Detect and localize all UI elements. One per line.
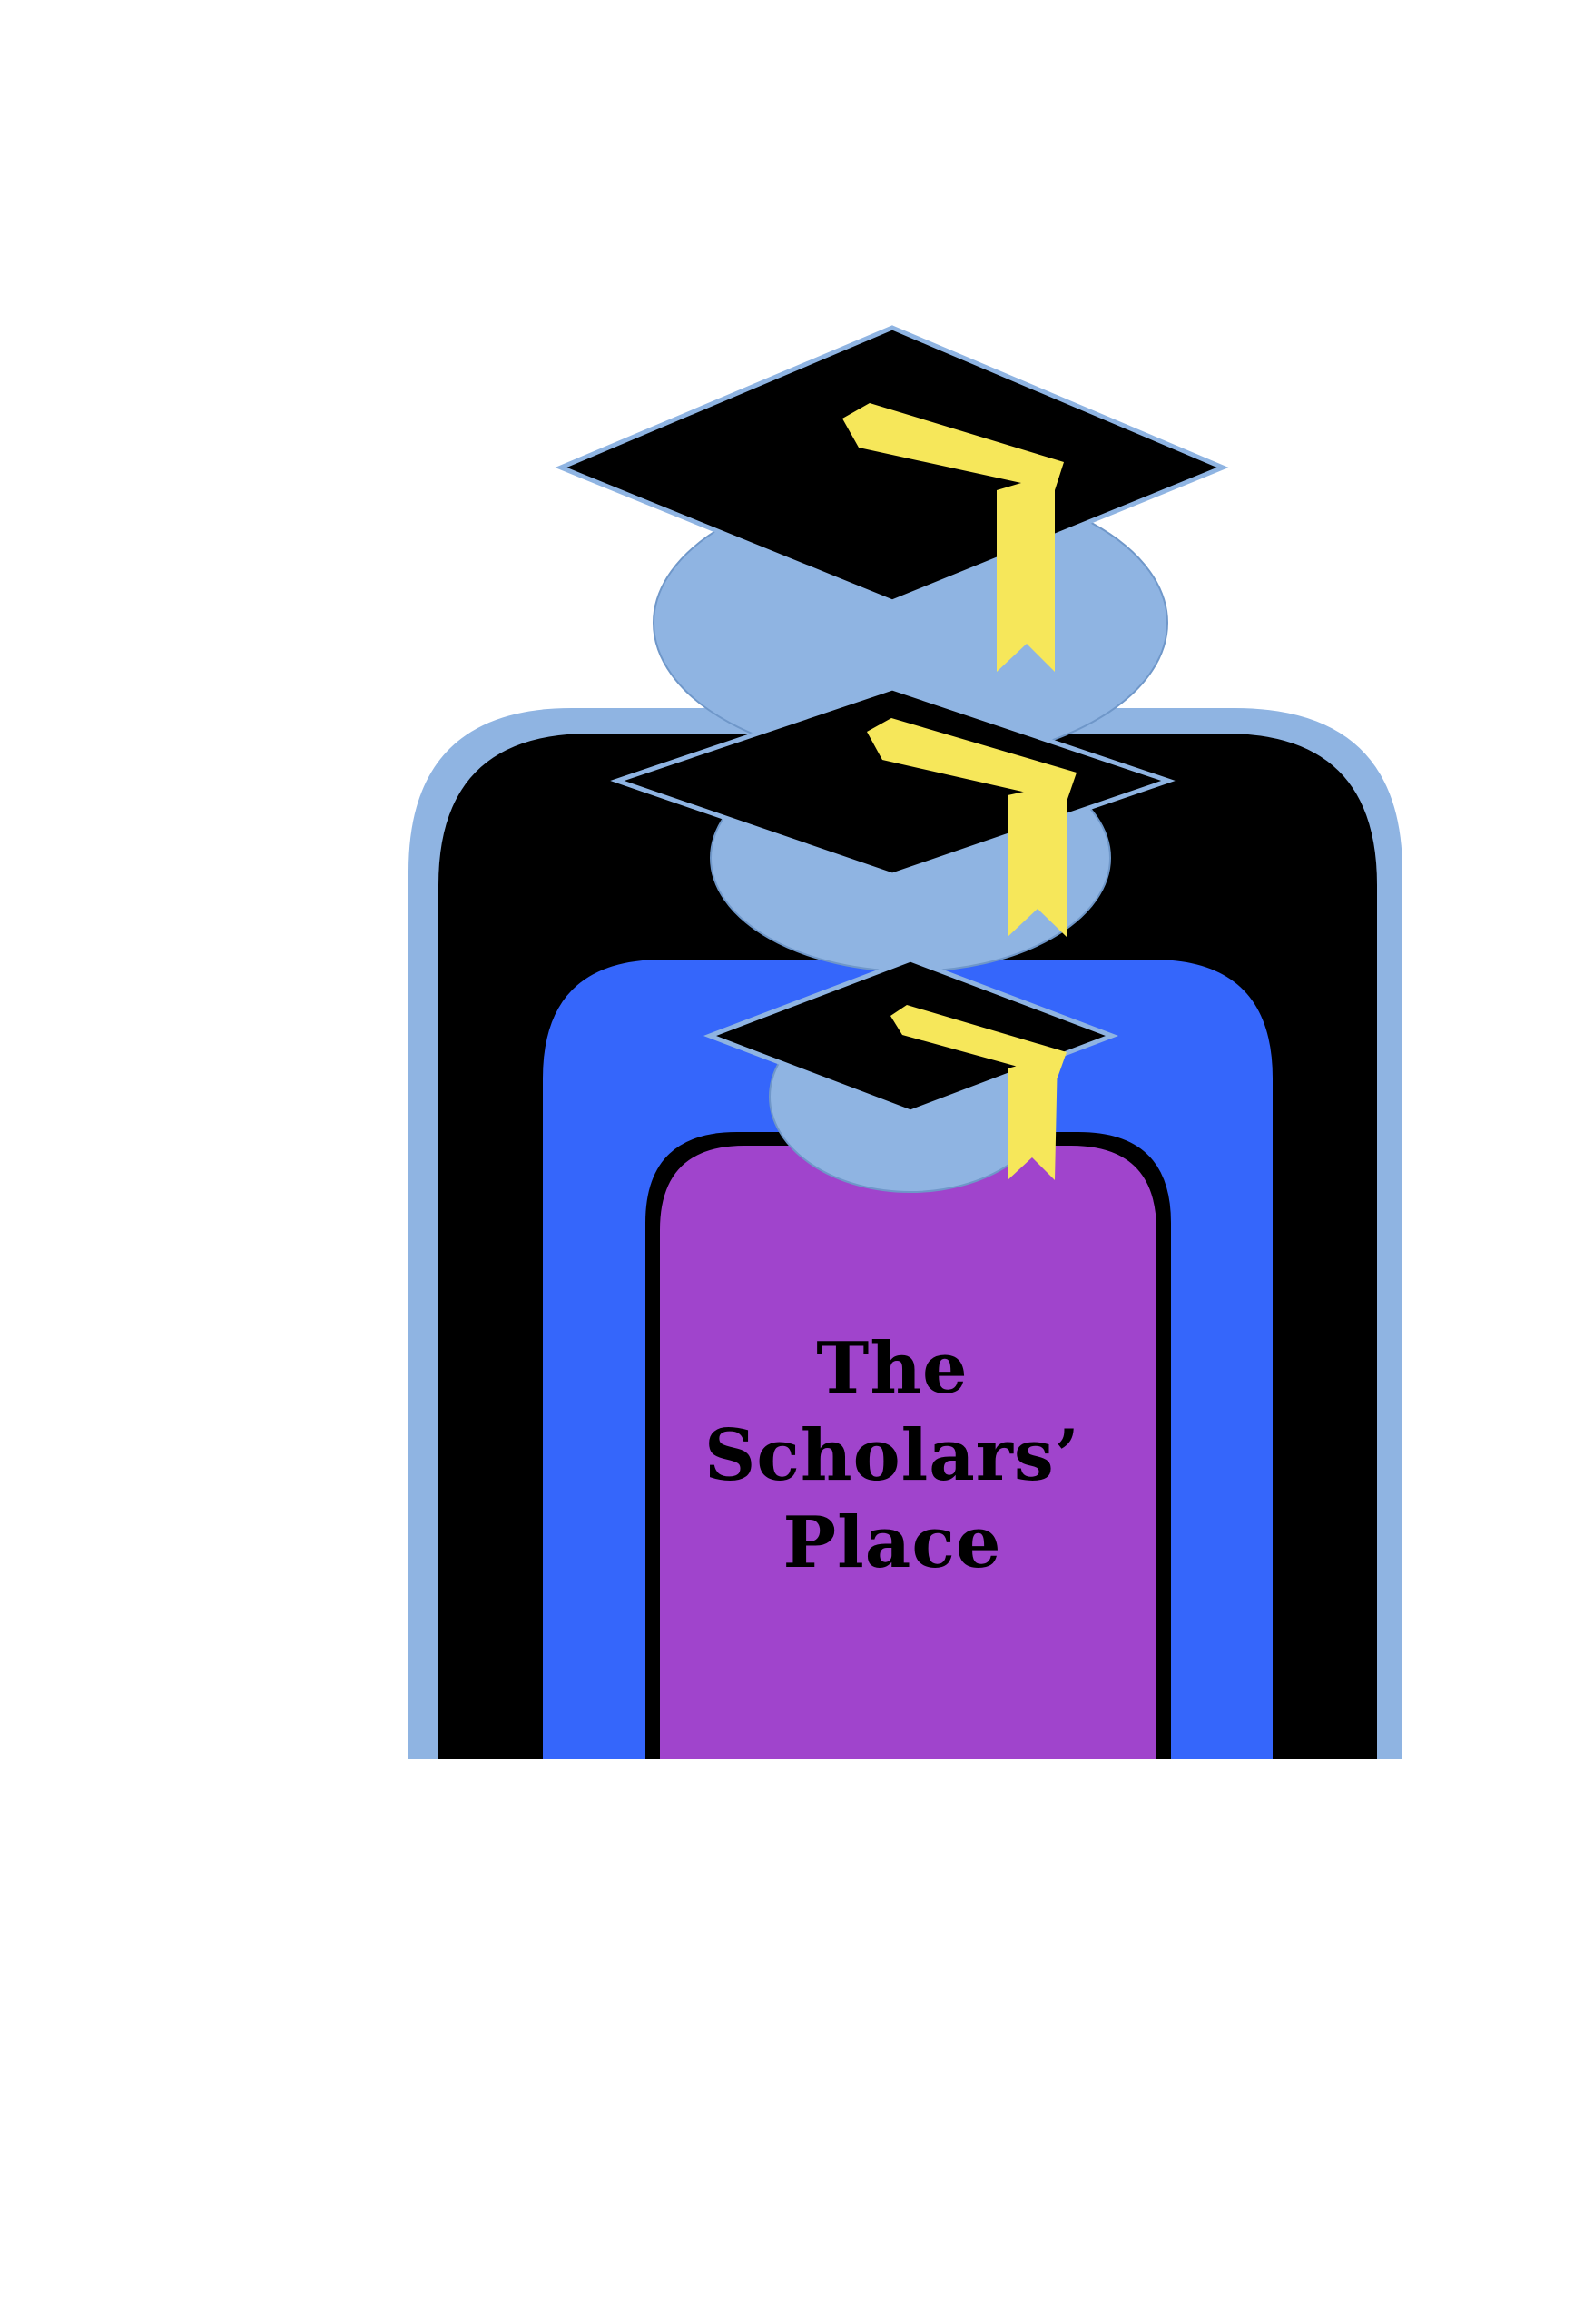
logo-title-line-2: Scholars’	[704, 1414, 1080, 1497]
logo-title-line-1: The	[816, 1327, 969, 1410]
logo-title-line-3: Place	[782, 1502, 1002, 1584]
graduation-cap-icon	[703, 957, 1119, 1193]
graduation-cap-icon	[555, 325, 1229, 764]
purple-panel	[660, 1146, 1156, 1759]
graduation-cap-icon	[610, 685, 1176, 972]
logo-title: The Scholars’ Place	[665, 1325, 1119, 1587]
